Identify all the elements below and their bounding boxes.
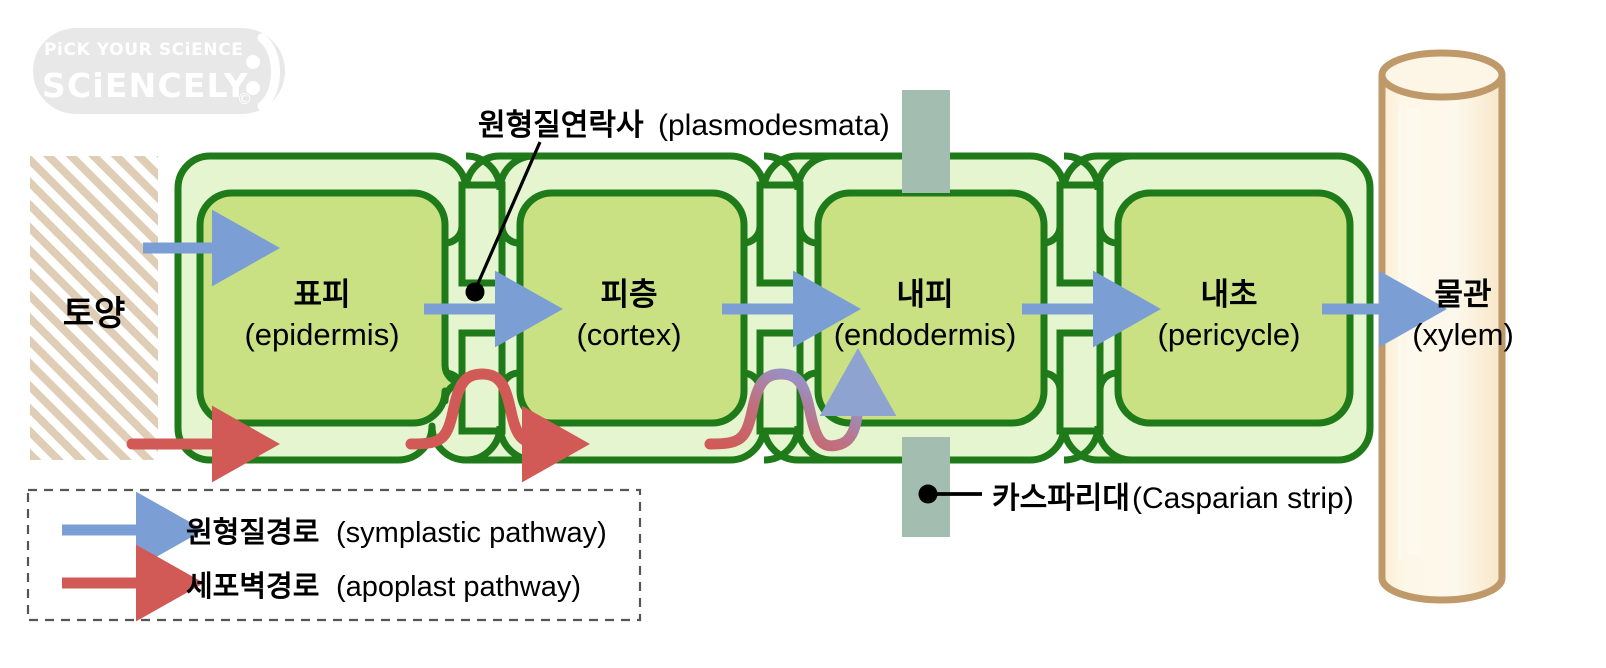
plasmodesma-bottom-3 bbox=[1056, 329, 1104, 435]
cell-label-epidermis-kr: 표피 bbox=[293, 277, 350, 312]
plasmodesma-top-2 bbox=[756, 181, 804, 287]
cell-pericycle bbox=[1114, 189, 1354, 427]
plasmodesmata-leader-dot bbox=[465, 282, 485, 302]
casparian-band-top bbox=[902, 90, 950, 193]
casparian-diversion-arrow bbox=[704, 348, 897, 452]
cell-label-epidermis-en: (epidermis) bbox=[244, 317, 399, 352]
casparian-label-en: (Casparian strip) bbox=[1132, 482, 1354, 515]
xylem-label-en: (xylem) bbox=[1412, 317, 1514, 352]
logo-brand: SCiENCELY bbox=[42, 66, 249, 105]
cell-label-cortex-en: (cortex) bbox=[576, 317, 681, 352]
legend-label-apoplast-en: (apoplast pathway) bbox=[336, 571, 581, 603]
casparian-leader-dot bbox=[918, 484, 938, 504]
casparian-label-kr: 카스파리대 bbox=[992, 482, 1130, 515]
plasmodesmata-label-kr: 원형질연락사 bbox=[478, 109, 644, 142]
legend-label-symplast-kr: 원형질경로 bbox=[186, 516, 319, 549]
cell-label-endodermis-en: (endodermis) bbox=[834, 317, 1017, 352]
logo-tagline: PiCK YOUR SCiENCE bbox=[44, 40, 244, 60]
apoplast-pathway-arrows bbox=[126, 368, 590, 483]
symplastic-pathway-arrows bbox=[143, 209, 1447, 348]
leader-lines bbox=[465, 141, 982, 504]
cell-label-endodermis-kr: 내피 bbox=[896, 277, 953, 312]
sciencely-logo: PiCK YOUR SCiENCE SCiENCELY © bbox=[33, 28, 285, 114]
plasmodesma-top-3 bbox=[1056, 181, 1104, 287]
apoplast-to-symplast-transition bbox=[704, 348, 897, 452]
apoplast-arrow-wall-hump-1 bbox=[405, 368, 590, 483]
cell-label-cortex-kr: 피층 bbox=[600, 277, 657, 312]
cell-label-pericycle-kr: 내초 bbox=[1200, 277, 1257, 312]
cell-label-pericycle-en: (pericycle) bbox=[1158, 317, 1301, 352]
plasmodesmata-leader-line bbox=[474, 141, 542, 289]
logo-copyright: © bbox=[237, 90, 252, 108]
legend-label-apoplast-kr: 세포벽경로 bbox=[186, 570, 319, 603]
legend-box bbox=[26, 488, 642, 622]
legend-label-symplast-en: (symplastic pathway) bbox=[336, 517, 607, 549]
plasmodesmata-label-en: (plasmodesmata) bbox=[658, 109, 890, 142]
soil-region bbox=[30, 156, 158, 460]
xylem-label-kr: 물관 bbox=[1434, 277, 1491, 312]
plasmodesma-top-1 bbox=[458, 181, 506, 287]
soil-label: 토양 bbox=[63, 295, 126, 333]
